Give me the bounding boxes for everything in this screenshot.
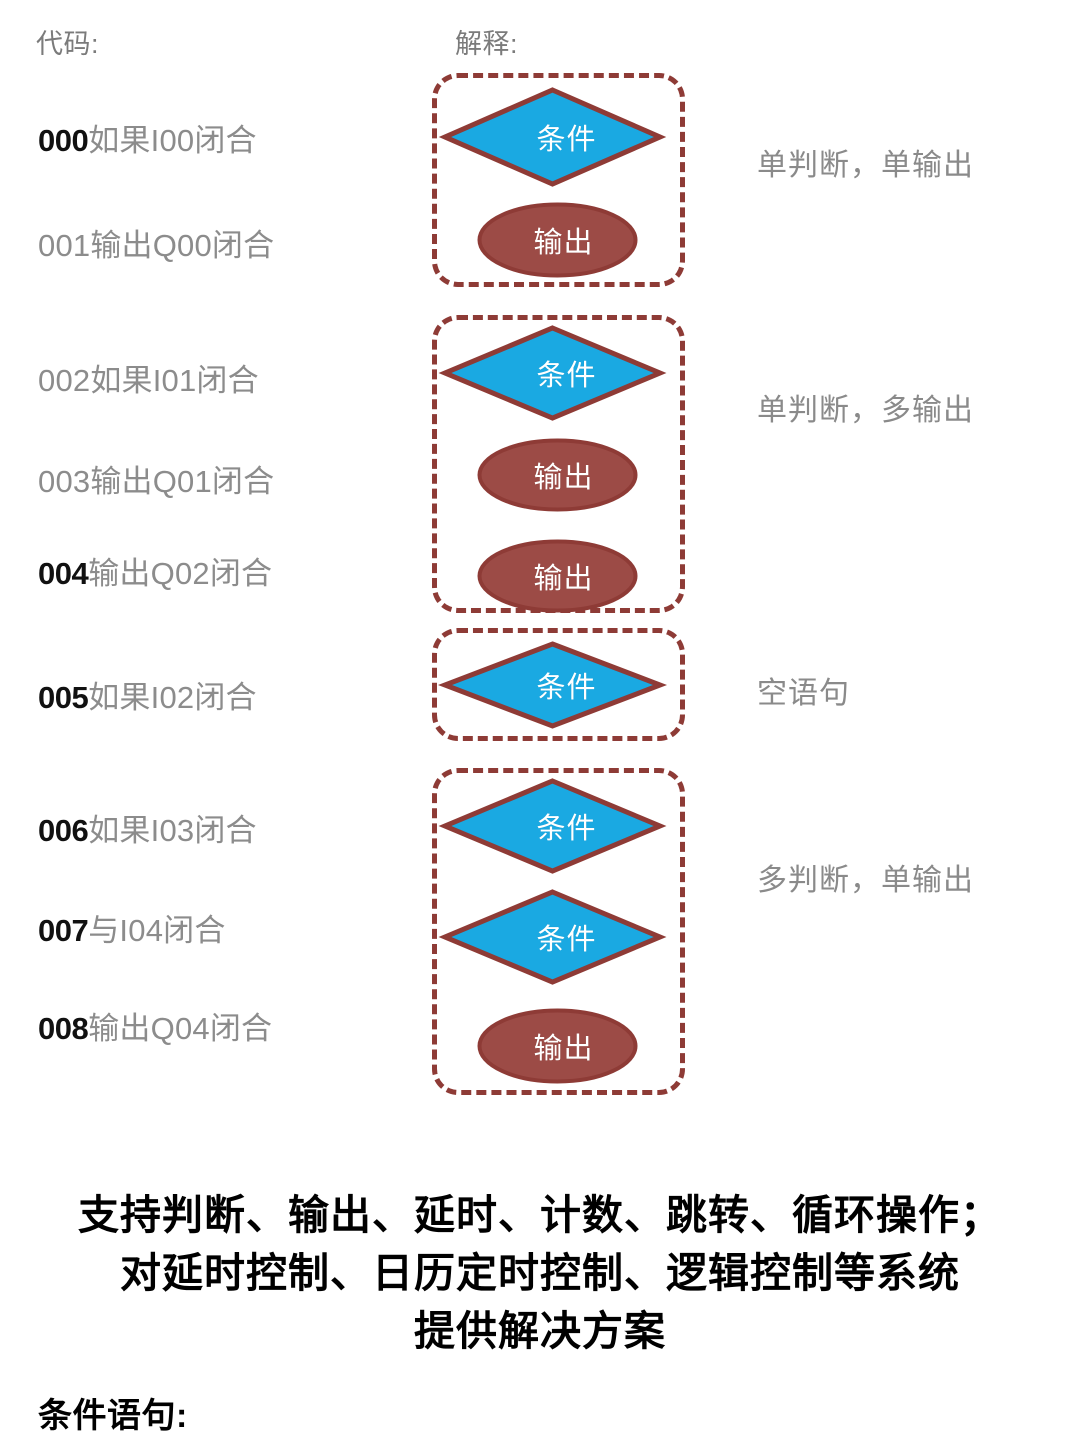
code-line-number: 007 (38, 913, 89, 948)
summary-paragraph-line: 提供解决方案 (414, 1308, 666, 1354)
flow-group-box (432, 73, 685, 287)
flow-group-box (432, 768, 685, 1095)
output-node[interactable]: 输出 (477, 438, 638, 512)
code-line: 005如果I02闭合 (38, 672, 257, 717)
code-line-text: 如果I03闭合 (88, 813, 257, 848)
code-line-text: 如果I01闭合 (90, 363, 259, 398)
condition-node[interactable]: 条件 (438, 87, 667, 187)
explanation-column-header: 解释: (455, 29, 519, 59)
code-line-text: 输出Q00闭合 (90, 228, 275, 263)
code-line: 002如果I01闭合 (38, 355, 259, 400)
code-line: 006如果I03闭合 (38, 805, 257, 850)
summary-paragraph-line: 支持判断、输出、延时、计数、跳转、循环操作； (78, 1192, 1002, 1238)
code-line: 001输出Q00闭合 (38, 220, 274, 265)
group-explanation-label: 单判断，多输出 (757, 394, 974, 427)
condition-node[interactable]: 条件 (438, 889, 667, 985)
flow-group-box (432, 628, 685, 741)
code-line-number: 004 (38, 556, 89, 591)
code-line-number: 003 (38, 464, 91, 499)
code-line-number: 006 (38, 813, 89, 848)
code-line: 000如果I00闭合 (38, 115, 257, 160)
condition-node[interactable]: 条件 (437, 641, 668, 729)
code-line: 003输出Q01闭合 (38, 456, 274, 501)
code-line-text: 输出Q04闭合 (88, 1011, 273, 1046)
code-line: 004输出Q02闭合 (38, 548, 272, 593)
code-line-number: 000 (38, 123, 89, 158)
code-line-text: 输出Q02闭合 (88, 556, 273, 591)
code-line-number: 001 (38, 228, 91, 263)
code-line: 008输出Q04闭合 (38, 1003, 272, 1048)
condition-node[interactable]: 条件 (438, 778, 667, 874)
summary-paragraph: 支持判断、输出、延时、计数、跳转、循环操作； 对延时控制、日历定时控制、逻辑控制等… (40, 1186, 1040, 1360)
group-explanation-label: 单判断，单输出 (757, 149, 974, 182)
footer-note: 条件语句: (38, 1397, 188, 1435)
output-node[interactable]: 输出 (477, 1008, 638, 1084)
code-line-number: 008 (38, 1011, 89, 1046)
code-line-text: 如果I00闭合 (88, 123, 257, 158)
group-explanation-label: 空语句 (757, 677, 850, 710)
code-column-header: 代码: (36, 29, 100, 59)
code-line-text: 输出Q01闭合 (90, 464, 275, 499)
code-line: 007与I04闭合 (38, 905, 226, 950)
summary-paragraph-line: 对延时控制、日历定时控制、逻辑控制等系统 (120, 1250, 960, 1296)
code-line-text: 与I04闭合 (88, 913, 226, 948)
output-node[interactable]: 输出 (477, 202, 638, 278)
code-line-number: 002 (38, 363, 91, 398)
code-line-text: 如果I02闭合 (88, 680, 257, 715)
group-explanation-label: 多判断，单输出 (757, 864, 974, 897)
condition-node[interactable]: 条件 (438, 325, 667, 421)
code-line-number: 005 (38, 680, 89, 715)
output-node[interactable]: 输出 (477, 539, 638, 613)
